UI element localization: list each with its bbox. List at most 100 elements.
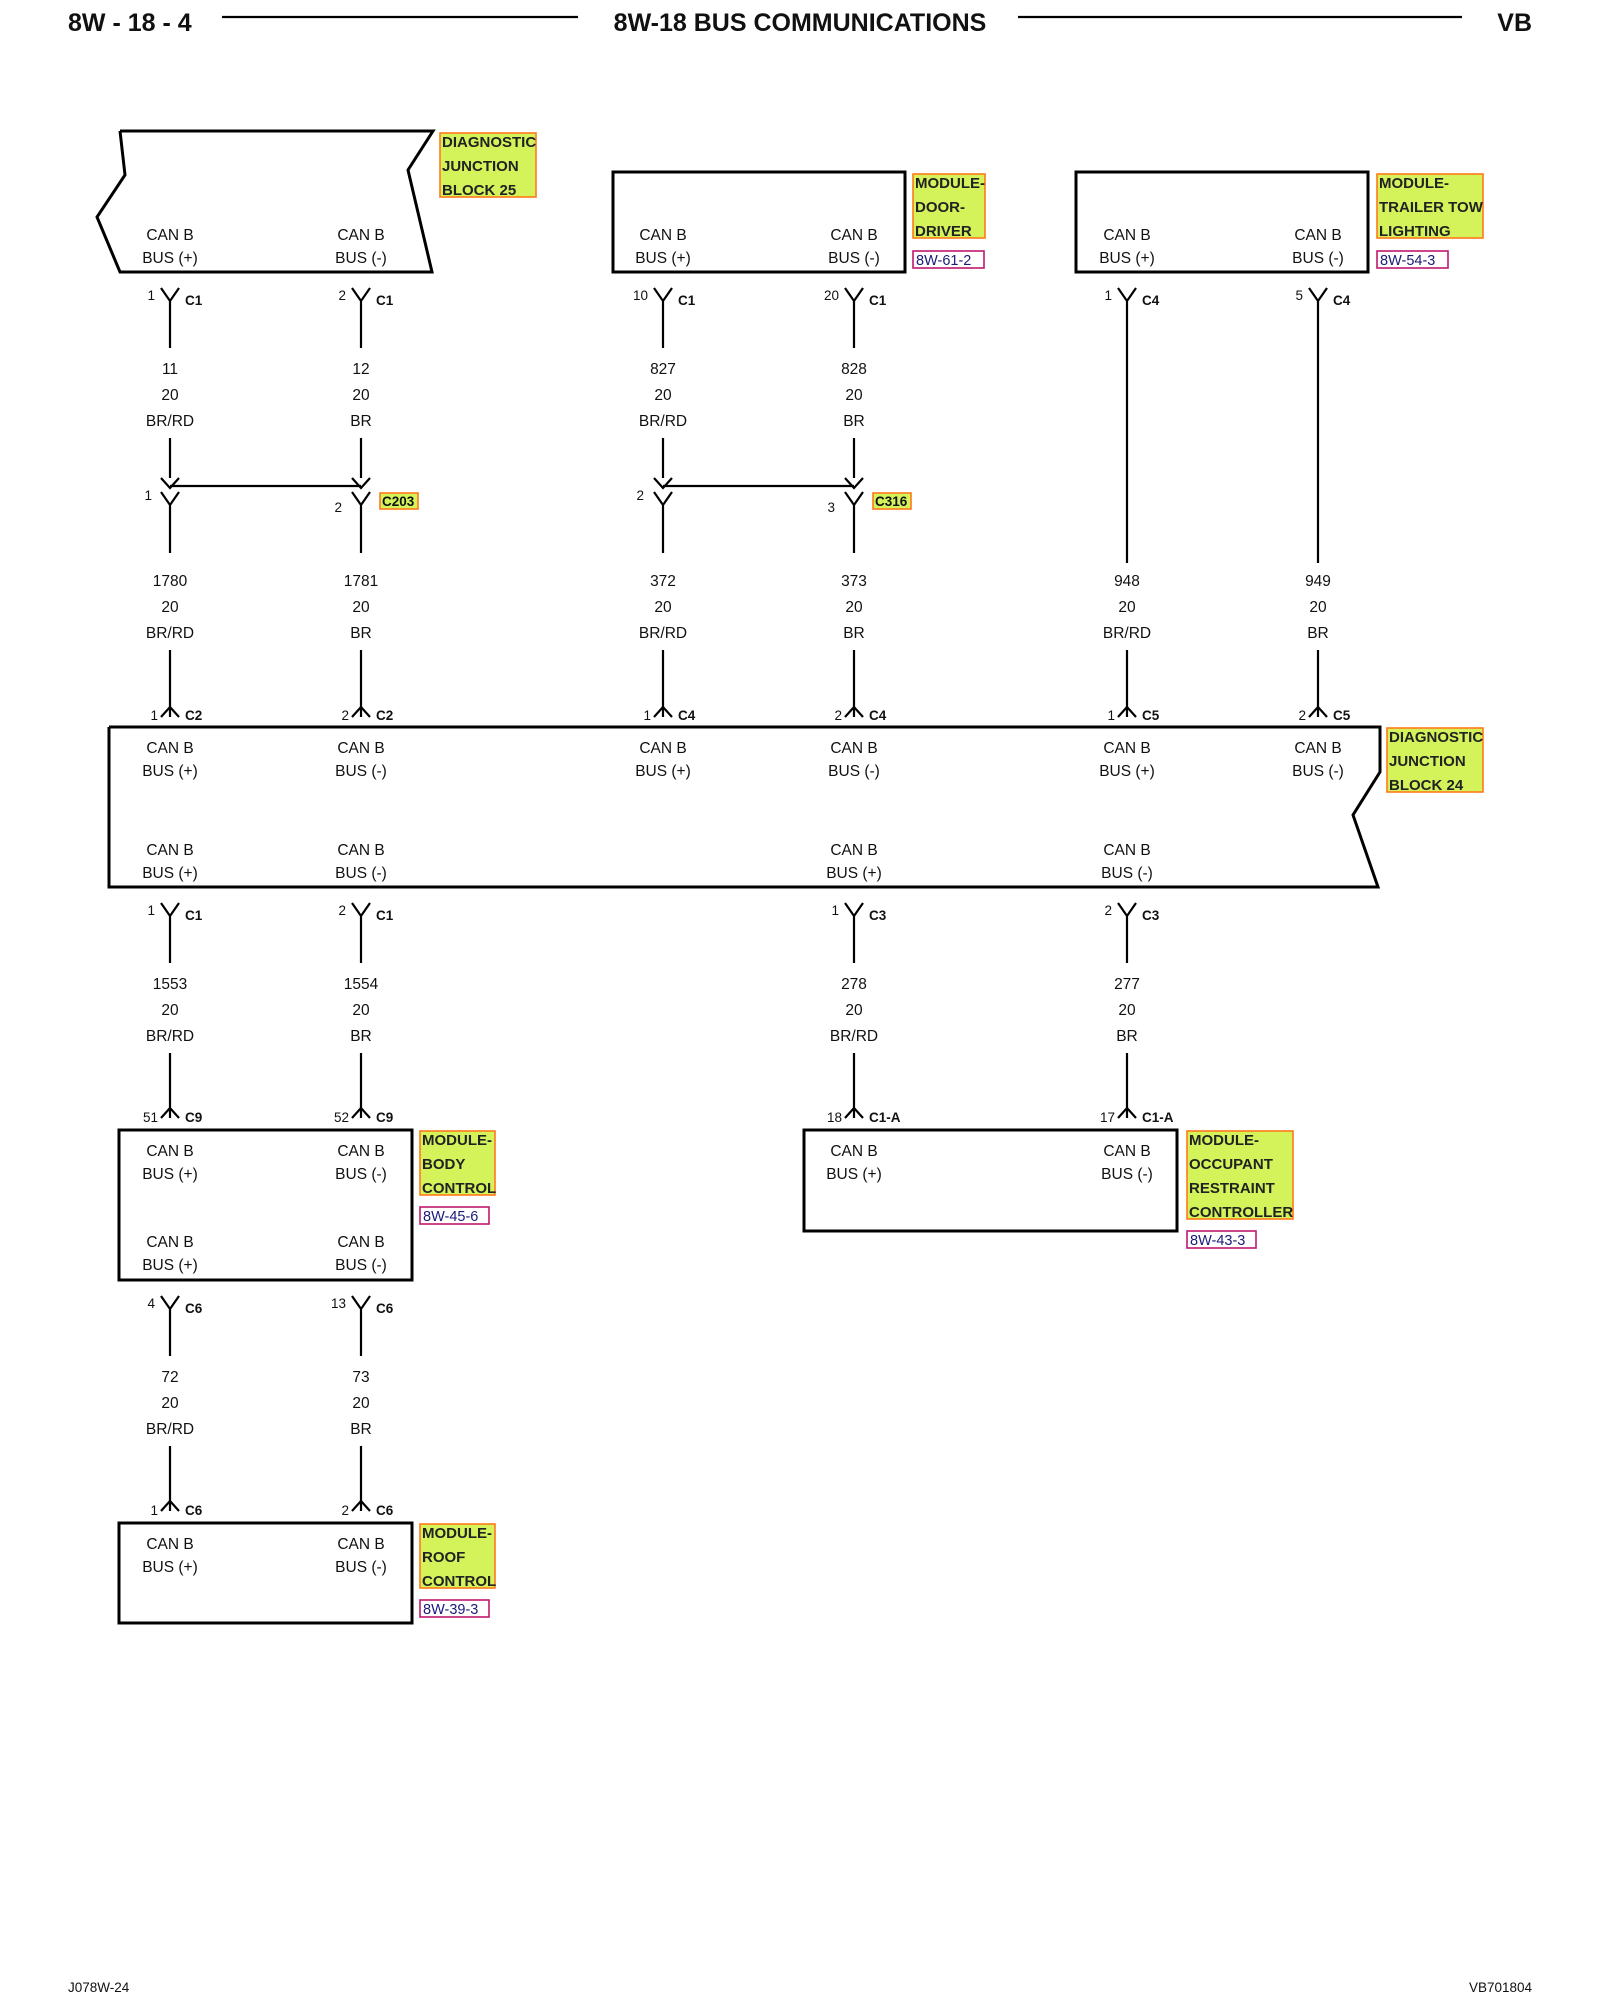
trailer-ref-box[interactable]: [1376, 250, 1449, 269]
bcm-c6-connectors: 4 C6 13 C6: [147, 1295, 394, 1356]
door-tag: [912, 173, 986, 239]
djb24-label: BUS (-): [828, 763, 880, 780]
wire-color: BR/RD: [146, 1421, 194, 1438]
door-pin2-bus: BUS (-): [828, 250, 880, 267]
female-connector: [160, 1106, 180, 1119]
c316-female-pin2: [653, 477, 673, 490]
bcm-label: BUS (-): [335, 1257, 387, 1274]
djb25-tag-line3: BLOCK 25: [442, 182, 516, 199]
roof-outline: [117, 1521, 414, 1625]
c203-label: C203: [382, 494, 415, 509]
male-connector: [160, 902, 180, 963]
trailer-pin1-label: CAN B: [1103, 227, 1150, 244]
female-connector: [1117, 705, 1137, 718]
pin-number: 2: [834, 708, 842, 723]
upper-connectors: 1 C1 2 C1 10 C1 20 C1 1 C4 5 C4: [147, 287, 1351, 563]
pin-number: 2: [338, 288, 346, 303]
wire-labels-row-2: 1780 20 BR/RD 1781 20 BR 372 20 BR/RD 37…: [140, 564, 1350, 642]
orc-tag-line2: OCCUPANT: [1189, 1156, 1273, 1173]
djb24-bottom-connectors: 1 C1 2 C1 1 C3 2 C3: [147, 902, 1160, 963]
connector-name: C5: [1333, 708, 1351, 723]
wire-gauge: 20: [1118, 599, 1136, 616]
wire-color: BR/RD: [146, 625, 194, 642]
connector-name: C1: [678, 293, 696, 308]
orc-ref-link[interactable]: 8W-43-3: [1190, 1233, 1245, 1249]
connector-name: C4: [1333, 293, 1351, 308]
wire-gauge: 20: [352, 387, 370, 404]
pin-number: 18: [827, 1110, 842, 1125]
djb24-label: BUS (-): [335, 763, 387, 780]
connector-name: C1-A: [869, 1110, 901, 1125]
wire-gauge: 20: [161, 1395, 179, 1412]
djb24-label: BUS (+): [142, 865, 198, 882]
djb24-label: CAN B: [1294, 740, 1341, 757]
connector-name: C1-A: [1142, 1110, 1174, 1125]
female-connector: [653, 705, 673, 718]
bcm-ref-link[interactable]: 8W-45-6: [423, 1209, 478, 1225]
female-connector: [160, 705, 180, 718]
female-connector: [844, 705, 864, 718]
pin-number: 2: [341, 1503, 349, 1518]
inline-connector-c203: 1 2 C203: [144, 438, 419, 553]
door-ref-link[interactable]: 8W-61-2: [916, 253, 971, 269]
wire-gauge: 20: [352, 599, 370, 616]
djb24-tag-line3: BLOCK 24: [1389, 777, 1464, 794]
roof-connectors: 1 C6 2 C6: [150, 1446, 394, 1518]
module-roof-control: CAN B BUS (+) CAN B BUS (-) MODULE- ROOF…: [117, 1521, 496, 1625]
connector-name: C4: [1142, 293, 1160, 308]
connector-name: C1: [376, 293, 394, 308]
trailer-pin2-bus: BUS (-): [1292, 250, 1344, 267]
orc-tag: [1186, 1130, 1294, 1220]
wire-labels-row-3: 1553 20 BR/RD 1554 20 BR 278 20 BR/RD 27…: [146, 976, 1140, 1045]
bcm-ref-box[interactable]: [419, 1206, 490, 1225]
connector-door-pin10: [653, 287, 673, 348]
c316-tag: [872, 492, 912, 510]
wire-color: BR/RD: [639, 413, 687, 430]
female-connector: [1117, 1106, 1137, 1119]
diagnostic-junction-block-24: CAN B BUS (+) CAN B BUS (-) CAN B BUS (+…: [107, 725, 1484, 889]
bcm-label: CAN B: [146, 1234, 193, 1251]
page-code: 8W - 18 - 4: [68, 9, 192, 37]
roof-ref-link[interactable]: 8W-39-3: [423, 1602, 478, 1618]
djb24-label: CAN B: [830, 842, 877, 859]
footer-left-code: J078W-24: [68, 1980, 130, 1995]
roof-tag-line2: ROOF: [422, 1549, 465, 1566]
trailer-ref-link[interactable]: 8W-54-3: [1380, 253, 1435, 269]
pin-number: 2: [1298, 708, 1306, 723]
bcm-label: BUS (-): [335, 1166, 387, 1183]
label-mask: [140, 564, 202, 636]
circuit-number: 949: [1305, 573, 1331, 590]
c316-label: C316: [875, 494, 908, 509]
djb24-label: CAN B: [146, 842, 193, 859]
female-connector: [351, 1106, 371, 1119]
djb24-label: CAN B: [1103, 740, 1150, 757]
circuit-number: 73: [352, 1369, 369, 1386]
module-trailer-tow-lighting: CAN B BUS (+) CAN B BUS (-) MODULE- TRAI…: [1074, 170, 1484, 274]
connector-trailer-pin5: [1308, 287, 1328, 563]
orc-ref-box[interactable]: [1186, 1230, 1257, 1249]
djb24-tag-line2: JUNCTION: [1389, 753, 1466, 770]
label-mask: [1288, 564, 1350, 636]
door-tag-line3: DRIVER: [915, 223, 972, 240]
djb24-label: CAN B: [146, 740, 193, 757]
wire-gauge: 20: [1118, 1002, 1136, 1019]
page-title: 8W-18 BUS COMMUNICATIONS: [614, 9, 987, 37]
door-ref-box[interactable]: [912, 250, 985, 269]
djb25-pin1-bus: BUS (+): [142, 250, 198, 267]
djb25-tag-line1: DIAGNOSTIC: [442, 134, 536, 151]
djb25-tag-line2: JUNCTION: [442, 158, 519, 175]
circuit-number: 372: [650, 573, 676, 590]
trailer-module-outline: [1074, 170, 1370, 274]
trailer-tag-line2: TRAILER TOW: [1379, 199, 1484, 216]
djb24-label: BUS (-): [335, 865, 387, 882]
label-mask: [331, 564, 393, 636]
roof-ref-box[interactable]: [419, 1599, 490, 1618]
circuit-number: 827: [650, 361, 676, 378]
orc-label: BUS (+): [826, 1166, 882, 1183]
c203-male-pin1: [160, 491, 180, 553]
wire-color: BR/RD: [146, 413, 194, 430]
connector-djb25-pin2: [351, 287, 371, 348]
djb24-label: CAN B: [337, 842, 384, 859]
wire-color: BR: [350, 413, 372, 430]
pin-number: 5: [1295, 288, 1303, 303]
